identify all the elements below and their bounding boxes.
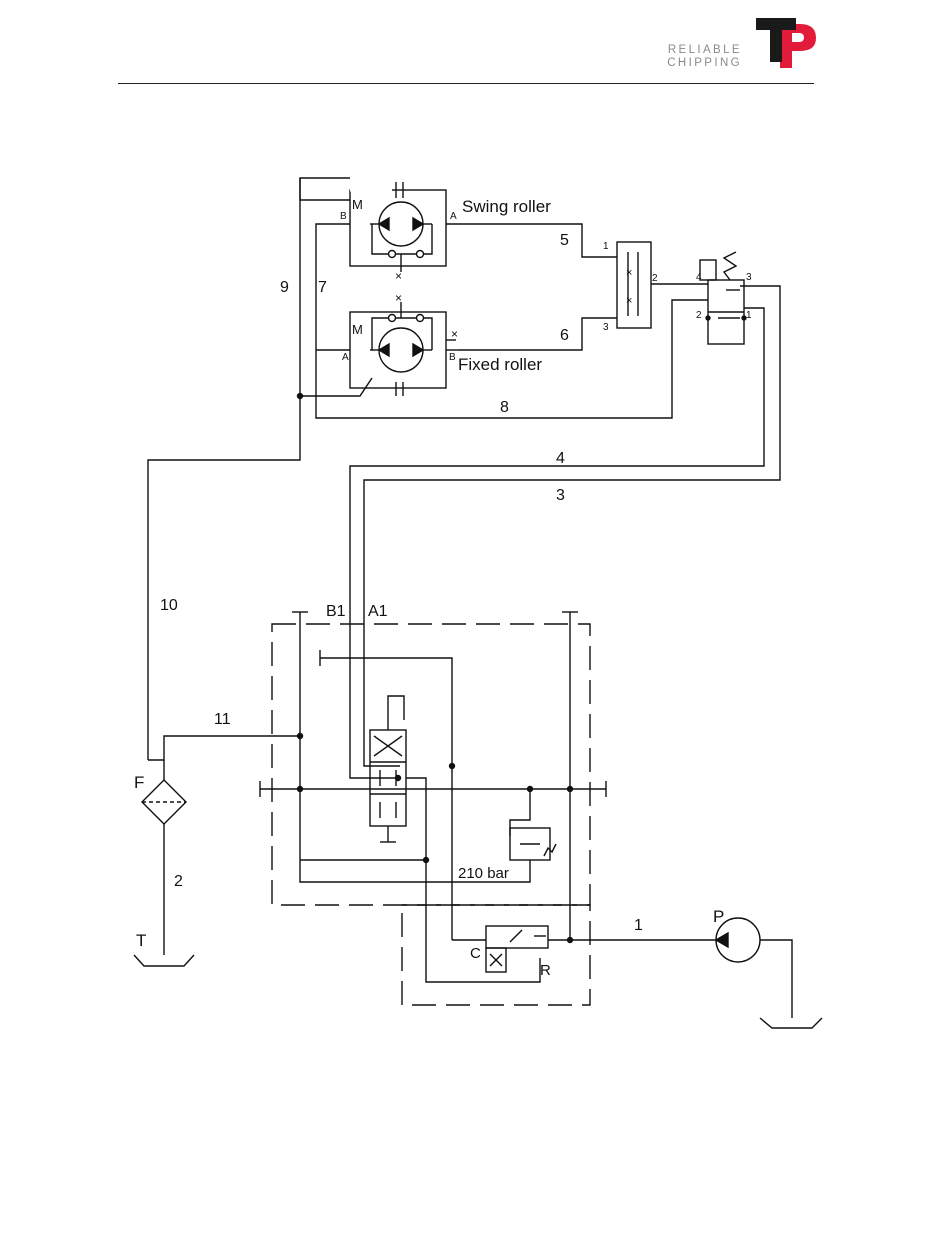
line-9-label: 9 (280, 279, 289, 296)
swing-port-a: A (450, 211, 457, 222)
line-1-label: 1 (634, 917, 643, 934)
valve-port-2: 2 (696, 310, 702, 321)
line-8-label: 8 (500, 399, 509, 416)
line-7-label: 7 (318, 279, 327, 296)
fixed-port-m: M (352, 322, 363, 337)
line-11-label: 11 (214, 711, 231, 728)
svg-text:×: × (626, 267, 632, 279)
solenoid-valve (700, 252, 746, 344)
line-6-label: 6 (560, 327, 569, 344)
fixed-port-a: A (342, 352, 349, 363)
upper-piping (148, 178, 780, 778)
divider-port-1: 1 (603, 241, 609, 252)
swing-roller-motor: × (350, 182, 446, 283)
svg-text:×: × (626, 295, 632, 307)
line-5-label: 5 (560, 232, 569, 249)
control-block (148, 612, 720, 1005)
flow-divider: × × (617, 242, 651, 328)
valve-port-1: 1 (746, 310, 752, 321)
pump-and-tank (716, 918, 822, 1028)
relief-setting-label: 210 bar (458, 865, 509, 882)
valve-port-4: 4 (696, 272, 702, 283)
flow-control-c-label: C (470, 945, 481, 962)
line-2-label: 2 (174, 873, 183, 890)
filter-label: F (134, 773, 144, 792)
flow-control-r-label: R (540, 962, 551, 979)
divider-port-3: 3 (603, 322, 609, 333)
diagram-labels: Swing roller M A B Fixed roller M A B 1 … (134, 197, 752, 979)
svg-text:×: × (395, 269, 402, 283)
valve-port-3: 3 (746, 272, 752, 283)
port-a1-label: A1 (368, 603, 388, 620)
fixed-roller-label: Fixed roller (458, 355, 542, 374)
fixed-port-b: B (449, 352, 456, 363)
svg-text:×: × (395, 291, 402, 305)
pump-label: P (713, 907, 724, 926)
tank-label: T (136, 931, 146, 950)
line-3-label: 3 (556, 487, 565, 504)
line-4-label: 4 (556, 450, 565, 467)
swing-port-m: M (352, 197, 363, 212)
svg-text:×: × (451, 327, 458, 341)
swing-port-b: B (340, 211, 347, 222)
fixed-roller-motor: × × (350, 291, 458, 396)
swing-roller-label: Swing roller (462, 197, 551, 216)
line-10-label: 10 (160, 597, 178, 614)
port-b1-label: B1 (326, 603, 346, 620)
divider-port-2: 2 (652, 273, 658, 284)
